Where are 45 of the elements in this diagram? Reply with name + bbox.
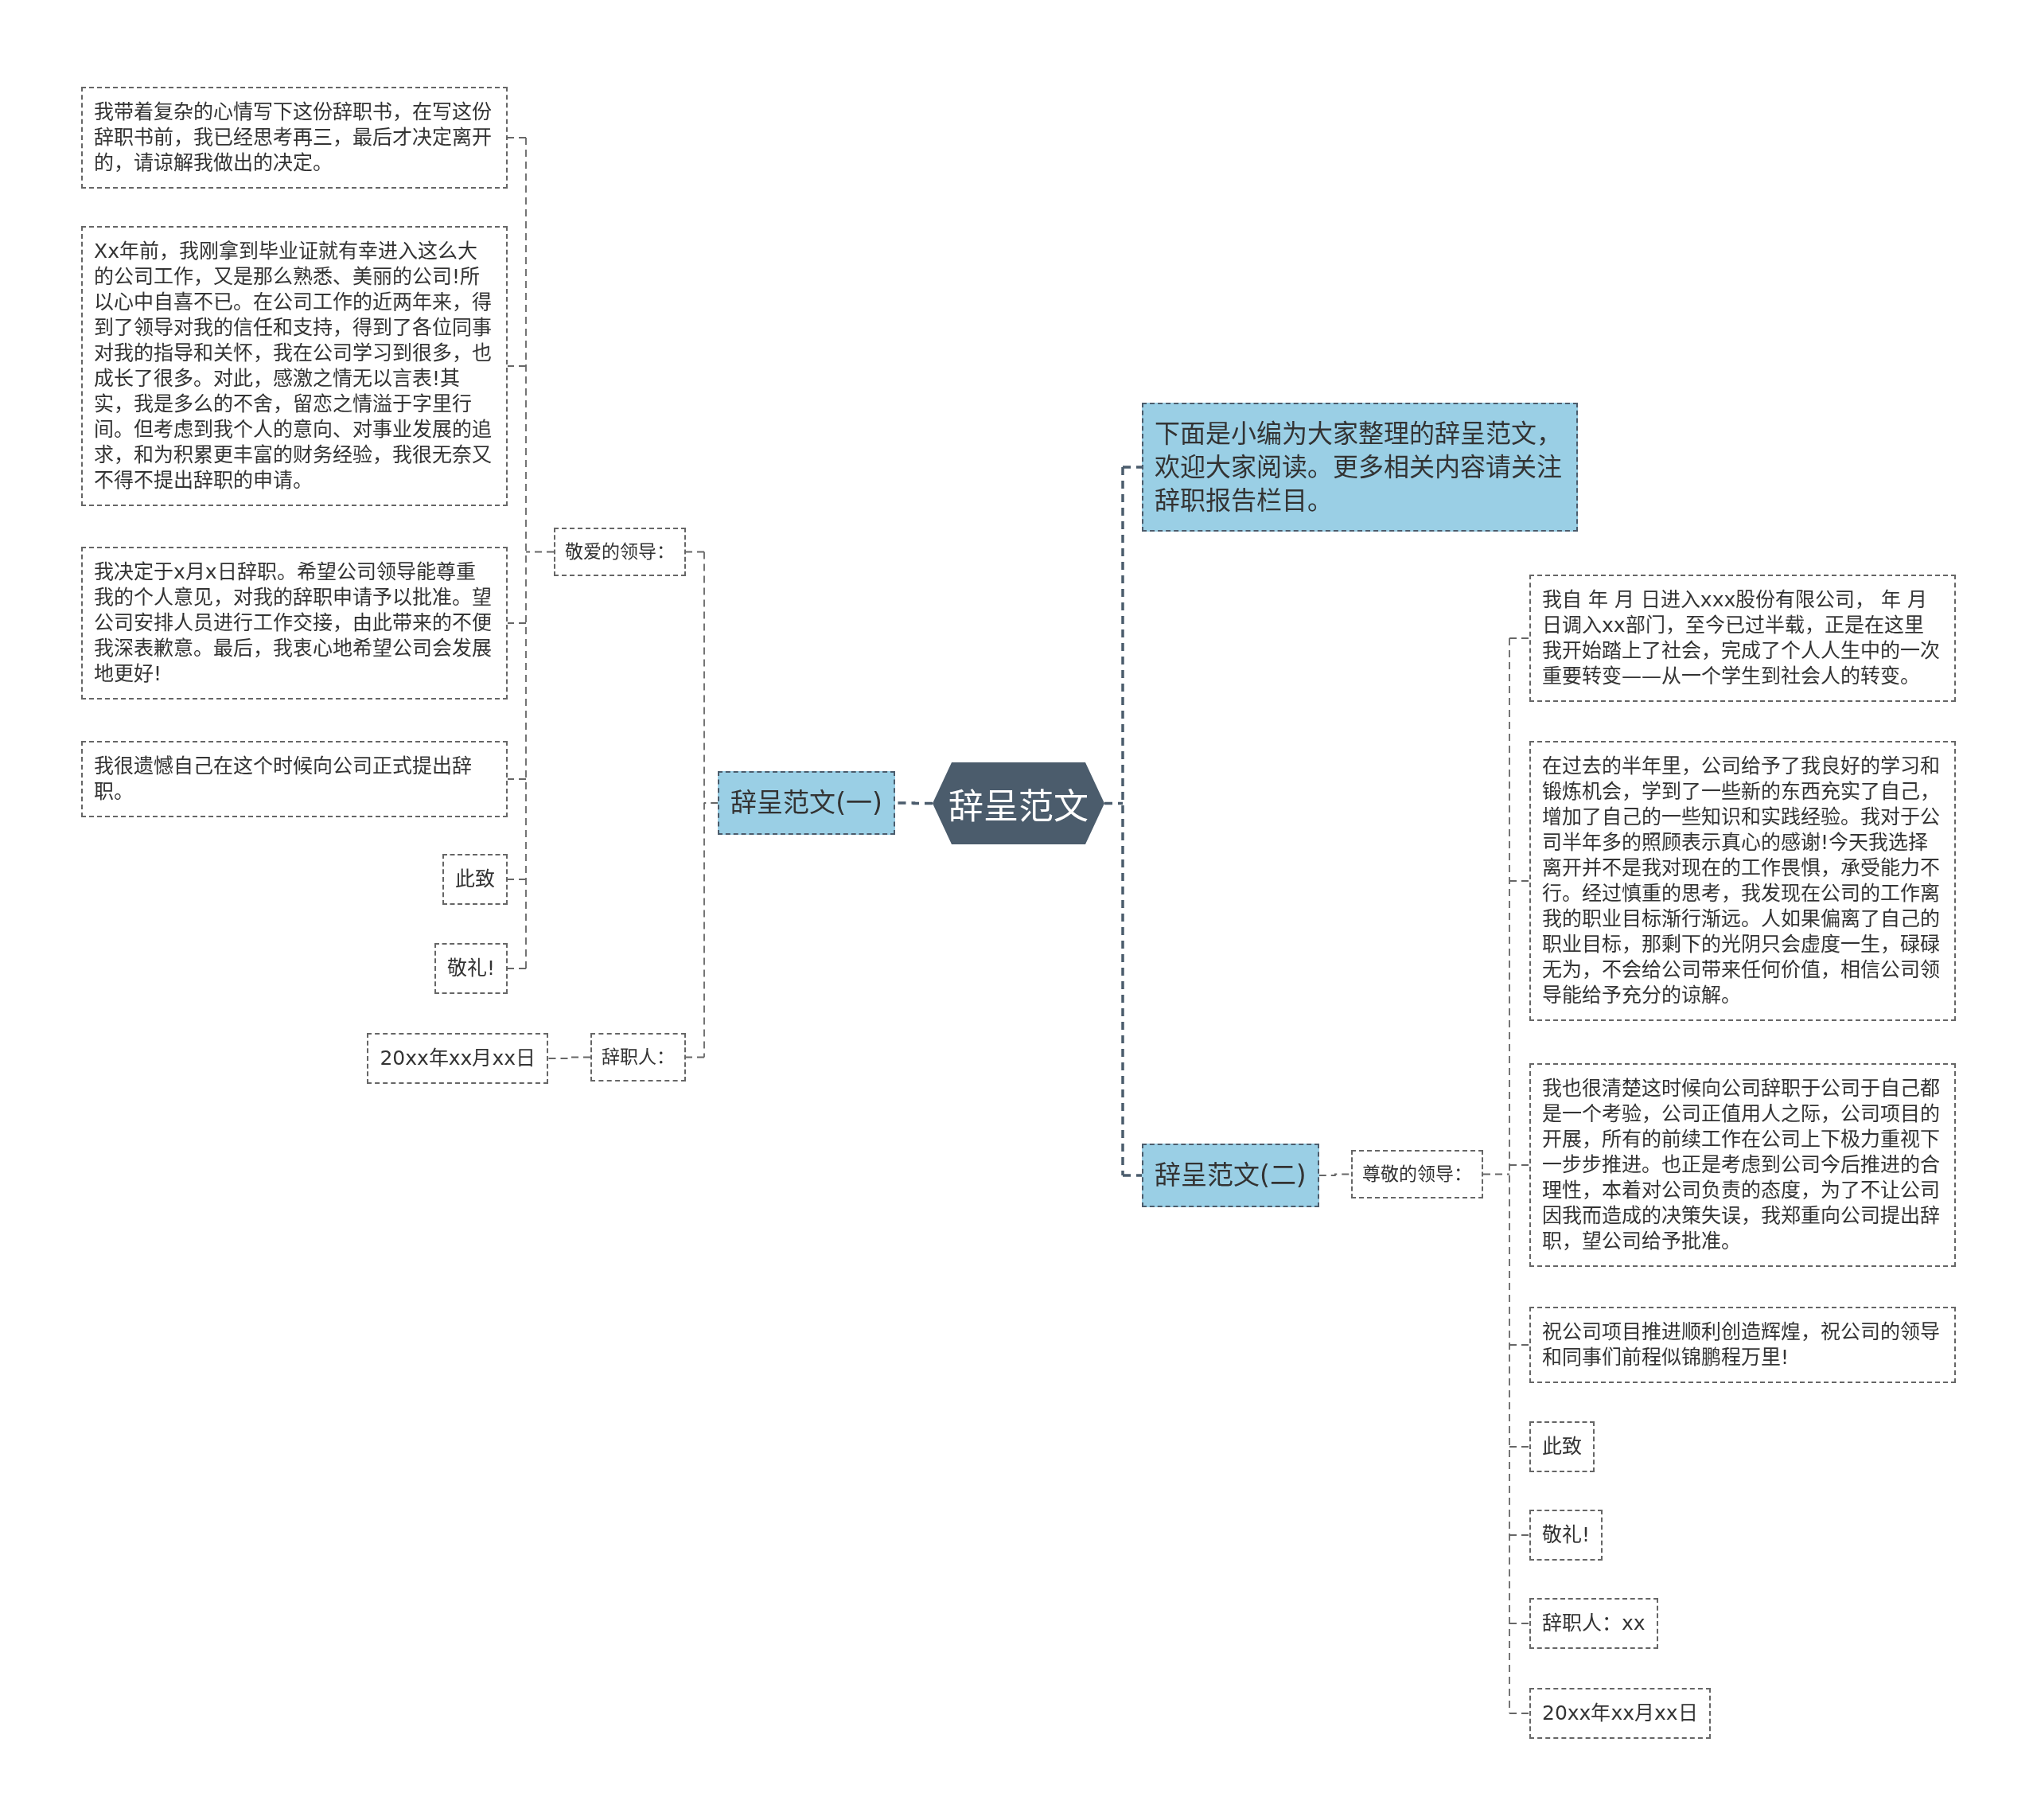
text-node: 敬礼! [434,943,508,994]
text-node: 我决定于x月x日辞职。希望公司领导能尊重我的个人意见，对我的辞职申请予以批准。望公司安排人员进行工作交接，由此带来的不便我深表歉意。最后，我衷心地希望公司会发展地更好! [81,547,508,700]
connector-line [1509,637,1530,639]
subtopic-node: 敬爱的领导： [554,528,686,576]
connector-line [685,1056,705,1058]
connector-line [1482,637,1510,1714]
text-node: 祝公司项目推进顺利创造辉煌，祝公司的领导和同事们前程似锦鹏程万里! [1529,1307,1956,1383]
text-node: 我也很清楚这时候向公司辞职于公司于自己都是一个考验，公司正值用人之际，公司项目的开展，所有的前续工作在公司上下极力重视下一步步推进。也正是考虑到公司今后推进的合理性，本着对公司负责的态度，为了不让公司因我而造成的决策失误，我郑重向公司提出辞职，望公司给予批准。 [1529,1063,1956,1267]
central-topic: 辞呈范文 [933,762,1104,844]
connector-line [1509,1534,1530,1536]
connector-line [1509,880,1530,882]
connector-line [507,137,527,138]
topic-node: 下面是小编为大家整理的辞呈范文，欢迎大家阅读。更多相关内容请关注辞职报告栏目。 [1142,403,1578,532]
connector-line [1123,1174,1142,1177]
connector-line [525,137,555,969]
connector-line [1509,1713,1530,1714]
subtopic-node: 尊敬的领导： [1351,1150,1483,1198]
connector-line [1509,1164,1530,1166]
subtopic-node: 辞职人： [590,1033,686,1081]
connector-line [507,968,527,969]
text-node: 我很遗憾自己在这个时候向公司正式提出辞职。 [81,741,508,817]
topic-node: 辞呈范文(一) [718,771,895,835]
text-node: 此致 [1529,1421,1595,1472]
connector-line [703,551,719,1058]
text-node: 在过去的半年里，公司给予了我良好的学习和锻炼机会，学到了一些新的东西充实了自己，增加了自己的一些知识和实践经验。我对于公司半年多的照顾表示真心的感谢!今天我选择离开并不是我对现在的工作畏惧，承受能力不行。经过慎重的思考，我发现在公司的工作离我的职业目标渐行渐远。人如果偏离了自己的职业目标，那剩下的光阴只会虚度一生，碌碌无为，不会给公司带来任何价值，相信公司领导能给予充分的谅解。 [1529,741,1956,1021]
connector-line [1509,1344,1530,1346]
topic-node: 辞呈范文(二) [1142,1144,1319,1207]
connector-line [507,879,527,880]
text-node: Xx年前，我刚拿到毕业证就有幸进入这么大的公司工作，又是那么熟悉、美丽的公司!所以心中自喜不已。在公司工作的近两年来，得到了领导对我的信任和支持，得到了各位同事对我的指导和关怀，我在公司学习到很多，也成长了很多。对此，感激之情无以言表!其实，我是多么的不舍，留恋之情溢于字里行间。但考虑到我个人的意向、对事业发展的追求，和为积累更丰富的财务经验，我很无奈又不得不提出辞职的申请。 [81,226,508,506]
connector-line [685,551,705,553]
text-node: 敬礼! [1529,1510,1603,1561]
text-node: 我带着复杂的心情写下这份辞职书，在写这份辞职书前，我已经思考再三，最后才决定离开的，请谅解我做出的决定。 [81,87,508,189]
connector-line [1509,1446,1530,1448]
connector-line [1509,1623,1530,1624]
connector-line [1103,466,1124,1177]
text-node: 20xx年xx月xx日 [1529,1688,1711,1739]
text-node: 我自 年 月 日进入xxx股份有限公司， 年 月日调入xx部门，至今已过半载，正是在这里我开始踏上了社会，完成了个人人生中的一次重要转变——从一个学生到社会人的转变。 [1529,575,1956,702]
text-node: 辞职人：xx [1529,1598,1658,1649]
connector-line [1123,466,1142,469]
connector-line [547,1056,591,1059]
text-node: 20xx年xx月xx日 [367,1033,548,1084]
connector-line [507,365,527,367]
text-node: 此致 [442,854,508,905]
connector-line [507,778,527,780]
connector-line [507,622,527,624]
